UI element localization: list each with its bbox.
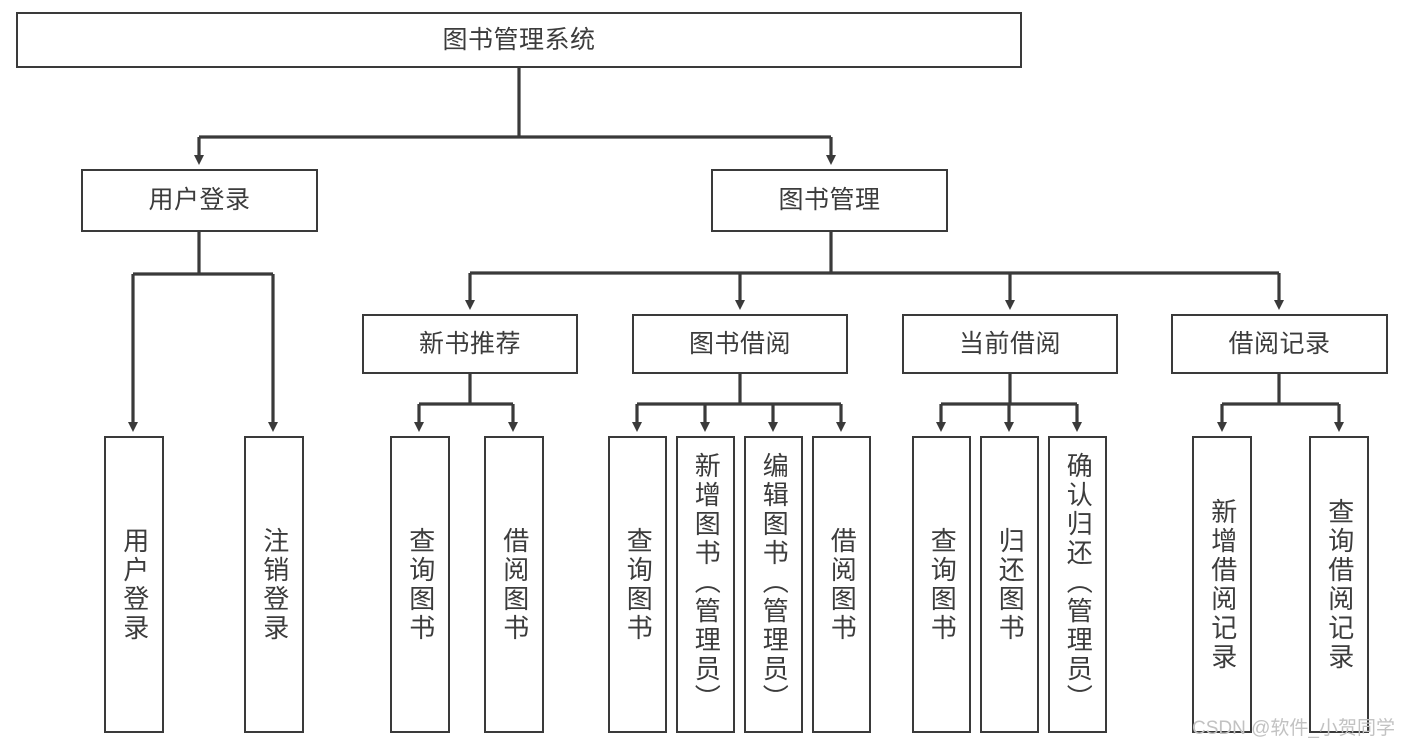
leaf-record-add[interactable]: 新增借阅记录 — [1192, 436, 1252, 733]
leaf-borrow-query[interactable]: 查询图书 — [608, 436, 667, 733]
node-book-borrow[interactable]: 图书借阅 — [632, 314, 848, 374]
node-current-borrow[interactable]: 当前借阅 — [902, 314, 1118, 374]
node-label: 当前借阅 — [958, 329, 1061, 358]
node-label: 新书推荐 — [418, 329, 521, 358]
node-label: 借阅图书 — [499, 526, 530, 643]
node-label: 借阅图书 — [827, 526, 858, 643]
node-label: 查询图书 — [927, 526, 958, 643]
leaf-current-confirm-return-admin[interactable]: 确认归还（管理员） — [1048, 436, 1107, 733]
node-label: 查询图书 — [623, 526, 654, 643]
node-borrow-record[interactable]: 借阅记录 — [1171, 314, 1388, 374]
node-label: 注销登录 — [259, 526, 290, 643]
leaf-user-login-logout[interactable]: 注销登录 — [244, 436, 304, 733]
leaf-borrow-edit-book-admin[interactable]: 编辑图书（管理员） — [744, 436, 803, 733]
node-label: 图书管理系统 — [442, 25, 596, 54]
leaf-new-book-borrow[interactable]: 借阅图书 — [484, 436, 544, 733]
node-label: 查询图书 — [405, 526, 436, 643]
node-new-book-recommend[interactable]: 新书推荐 — [362, 314, 578, 374]
node-label: 编辑图书（管理员） — [759, 452, 790, 713]
node-label: 用户登录 — [148, 186, 251, 215]
leaf-user-login-login[interactable]: 用户登录 — [104, 436, 164, 733]
node-root-system[interactable]: 图书管理系统 — [16, 12, 1022, 68]
node-user-login[interactable]: 用户登录 — [81, 169, 318, 232]
node-label: 查询借阅记录 — [1324, 497, 1355, 672]
node-label: 借阅记录 — [1228, 329, 1331, 358]
leaf-current-return[interactable]: 归还图书 — [980, 436, 1039, 733]
leaf-borrow-borrow-book[interactable]: 借阅图书 — [812, 436, 871, 733]
leaf-new-book-query[interactable]: 查询图书 — [390, 436, 450, 733]
node-label: 确认归还（管理员） — [1063, 452, 1094, 713]
leaf-current-query[interactable]: 查询图书 — [912, 436, 971, 733]
node-label: 新增图书（管理员） — [691, 452, 722, 713]
leaf-borrow-add-book-admin[interactable]: 新增图书（管理员） — [676, 436, 735, 733]
node-book-management[interactable]: 图书管理 — [711, 169, 948, 232]
node-label: 图书管理 — [778, 186, 881, 215]
node-label: 用户登录 — [119, 526, 150, 643]
watermark-text: CSDN @软件_小贺同学 — [1192, 718, 1395, 739]
node-label: 图书借阅 — [688, 329, 791, 358]
leaf-record-query[interactable]: 查询借阅记录 — [1309, 436, 1369, 733]
node-label: 归还图书 — [995, 526, 1026, 643]
node-label: 新增借阅记录 — [1207, 497, 1238, 672]
